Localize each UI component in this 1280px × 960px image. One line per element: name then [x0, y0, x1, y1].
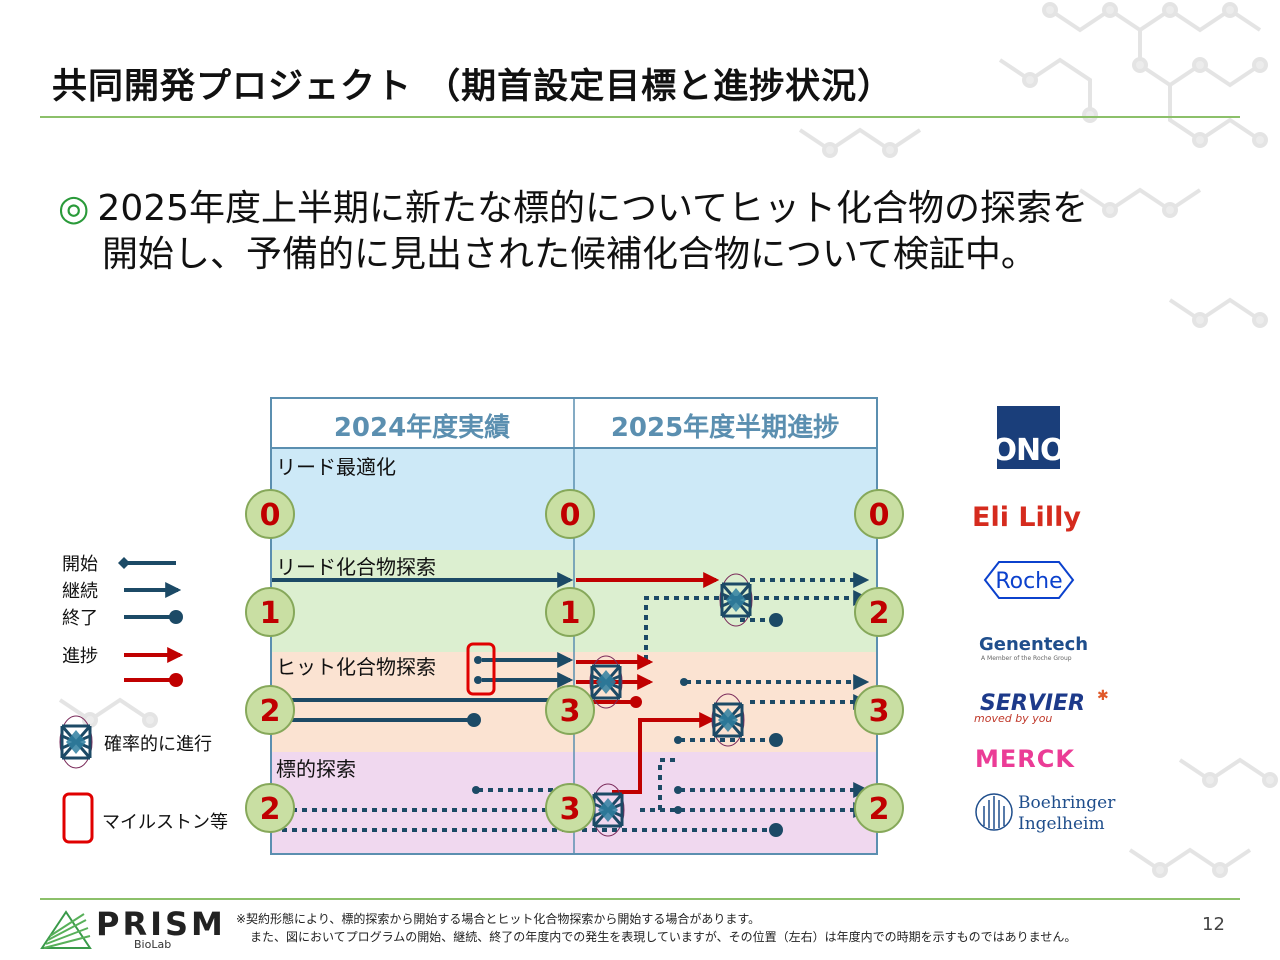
count-optim-2024-start: 0	[260, 498, 281, 533]
count-circle-hit-mid	[545, 685, 595, 735]
partner-genentech: Genentech	[979, 634, 1088, 655]
stage-label-lead-search: リード化合物探索	[276, 555, 436, 579]
count-circle-hit-2025	[854, 685, 904, 735]
boehringer-logo-mark-icon	[975, 793, 1013, 831]
legend-progress-end-dot-icon	[169, 673, 183, 687]
stage-label-lead-optimization: リード最適化	[276, 455, 396, 479]
node-end-lead-2025	[769, 613, 783, 627]
count-circle-optim-2025	[854, 489, 904, 539]
partner-merck: MERCK	[975, 745, 1075, 773]
legend-milestone-icon	[62, 792, 94, 844]
servier-subtitle: moved by you	[974, 712, 1052, 725]
bullet-line-2: 開始し、予備的に見出された候補化合物について検証中。	[102, 234, 1037, 275]
legend-probabilistic-label: 確率的に進行	[104, 734, 212, 755]
footnote-line-2: また、図においてプログラムの開始、継続、終了の年度内での発生を表現していますが、…	[250, 930, 1077, 944]
count-circle-lead-mid	[545, 587, 595, 637]
count-target-2024-start: 2	[260, 792, 281, 827]
biolab-logo-text: BioLab	[134, 938, 172, 951]
legend-start-label: 開始	[62, 554, 98, 575]
legend-probabilistic-icon	[58, 714, 94, 770]
count-circle-hit-start	[245, 685, 295, 735]
count-circle-target-start	[245, 783, 295, 833]
bullet-text-1: 2025年度上半期に新たな標的についてヒット化合物の探索を	[97, 188, 1088, 229]
node-start-hit-2025-b	[674, 736, 682, 744]
title-divider	[40, 116, 1240, 118]
genentech-subtitle: A Member of the Roche Group	[981, 655, 1072, 662]
count-circle-optim-mid	[545, 489, 595, 539]
stage-label-target-search: 標的探索	[276, 757, 356, 781]
page-title: 共同開発プロジェクト （期首設定目標と進捗状況）	[52, 67, 894, 107]
prism-logo-text: PRISM	[96, 905, 226, 943]
roche-logo-text: Roche	[995, 569, 1062, 594]
legend-progress-label: 進捗	[62, 646, 98, 667]
node-end-hit-2024	[467, 713, 481, 727]
count-lead-2024-start: 1	[260, 596, 281, 631]
node-end-hit-2025	[769, 733, 783, 747]
count-hit-2024-end: 3	[560, 694, 581, 729]
count-optim-2025: 0	[869, 498, 890, 533]
red-target-to-hit	[612, 712, 716, 794]
count-circle-lead-2025	[854, 587, 904, 637]
count-lead-2025: 2	[869, 596, 890, 631]
legend-continue-label: 継続	[62, 581, 98, 602]
partner-eli-lilly: Eli Lilly	[972, 502, 1081, 533]
partner-logo-roche: Roche	[983, 561, 1075, 599]
servier-star-icon: ✱	[1097, 688, 1109, 704]
count-hit-2025: 3	[869, 694, 890, 729]
footnote-line-1: ※契約形態により、標的探索から開始する場合とヒット化合物探索から開始する場合があ…	[236, 912, 761, 926]
milestone-marker	[466, 642, 496, 696]
count-circle-target-mid	[545, 783, 595, 833]
prism-logo-mark-icon	[40, 910, 92, 949]
bullet-line-1: ◎2025年度上半期に新たな標的についてヒット化合物の探索を	[58, 186, 1088, 232]
count-circle-optim-start	[245, 489, 295, 539]
footnote: ※契約形態により、標的探索から開始する場合とヒット化合物探索から開始する場合があ…	[236, 910, 1076, 946]
double-circle-bullet-icon: ◎	[58, 188, 90, 229]
ono-logo-text: ONO	[991, 433, 1064, 468]
node-end-target-2025	[769, 823, 783, 837]
stage-label-hit-search: ヒット化合物探索	[276, 655, 436, 679]
node-red-end-hit	[630, 696, 642, 708]
partner-boehringer-2: Ingelheim	[1018, 814, 1105, 834]
dotted-target-up	[658, 758, 680, 810]
summary-bullet: ◎2025年度上半期に新たな標的についてヒット化合物の探索を 開始し、予備的に見…	[58, 186, 1088, 278]
page-number: 12	[1202, 914, 1225, 935]
node-start-target-2025-b	[674, 806, 682, 814]
node-start-hit-1	[474, 656, 482, 664]
legend-end-dot-icon	[169, 610, 183, 624]
count-optim-2024-end: 0	[560, 498, 581, 533]
count-circle-target-2025	[854, 783, 904, 833]
legend-end-label: 終了	[62, 608, 98, 629]
count-target-2024-end: 3	[560, 792, 581, 827]
count-lead-2024-end: 1	[560, 596, 581, 631]
partner-logo-ono: ONO	[991, 406, 1066, 469]
dotted-lead-up	[644, 590, 870, 660]
legend-milestone-label: マイルストン等	[102, 812, 228, 833]
node-start-target	[472, 786, 480, 794]
node-start-hit-2025	[680, 678, 688, 686]
footer-divider	[40, 898, 1240, 900]
partner-servier: SERVIER	[980, 691, 1085, 716]
partner-boehringer-1: Boehringer	[1018, 793, 1116, 813]
count-hit-2024-start: 2	[260, 694, 281, 729]
count-circle-lead-start	[245, 587, 295, 637]
node-start-hit-2	[474, 676, 482, 684]
column-header-2025: 2025年度半期進捗	[611, 412, 839, 443]
count-target-2025: 2	[869, 792, 890, 827]
node-start-target-2025	[674, 786, 682, 794]
column-header-2024: 2024年度実績	[334, 412, 510, 443]
legend-start-diamond-icon	[118, 557, 130, 569]
